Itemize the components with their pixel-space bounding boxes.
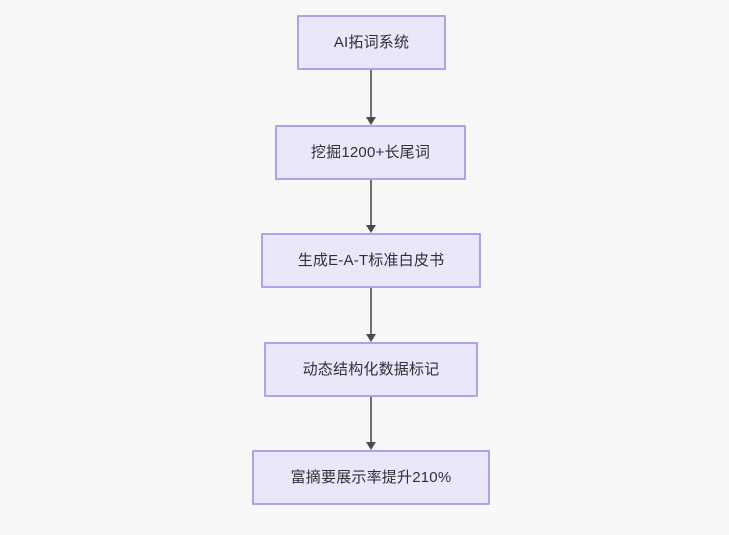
- flow-node-mine-longtail-keywords[interactable]: 挖掘1200+长尾词: [275, 125, 466, 180]
- edge-n4-n5: [370, 397, 372, 442]
- edge-n3-n4: [370, 288, 372, 334]
- flow-node-label: 挖掘1200+长尾词: [310, 144, 431, 161]
- flow-node-generate-eat-whitepaper[interactable]: 生成E-A-T标准白皮书: [261, 233, 481, 288]
- flow-node-label: 富摘要展示率提升210%: [290, 469, 452, 486]
- edge-n2-n3: [370, 180, 372, 225]
- flow-node-label: 动态结构化数据标记: [302, 361, 440, 378]
- arrowhead-n3-n4: [366, 334, 376, 342]
- flow-node-label: 生成E-A-T标准白皮书: [297, 252, 445, 269]
- arrowhead-n4-n5: [366, 442, 376, 450]
- arrowhead-n1-n2: [366, 117, 376, 125]
- arrowhead-n2-n3: [366, 225, 376, 233]
- flow-node-ai-keyword-system[interactable]: AI拓词系统: [297, 15, 446, 70]
- flow-node-dynamic-structured-data-markup[interactable]: 动态结构化数据标记: [264, 342, 478, 397]
- edge-n1-n2: [370, 70, 372, 117]
- flow-node-label: AI拓词系统: [333, 34, 410, 51]
- flow-node-rich-snippet-impression-uplift[interactable]: 富摘要展示率提升210%: [252, 450, 490, 505]
